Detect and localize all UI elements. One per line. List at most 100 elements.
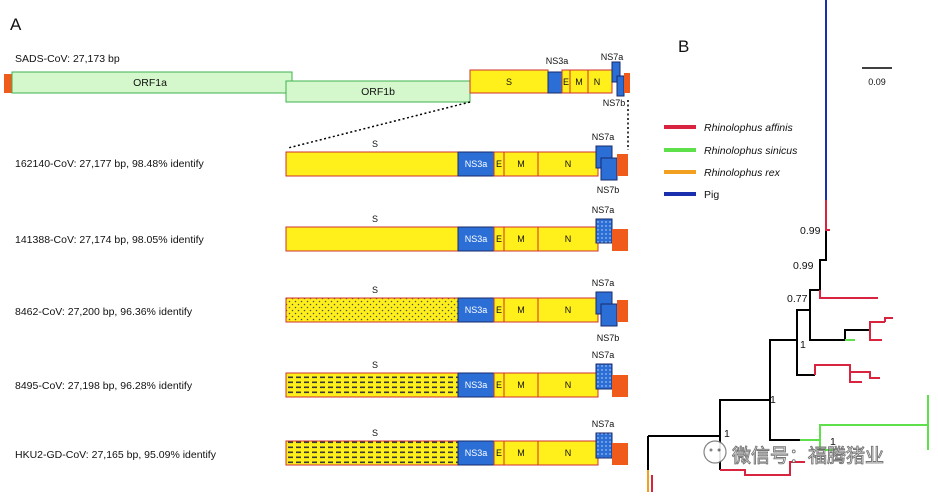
panel-b-label: B [678,37,689,56]
end-block [612,375,628,397]
sads-m-label: M [575,77,583,87]
s-label: S [372,214,378,224]
strain-141388: 141388-CoV: 27,174 bp, 98.05% identify S… [15,205,628,252]
tree-branch-affinis [825,200,830,231]
n-label: N [565,159,572,169]
e-label: E [496,380,502,390]
e-label: E [496,448,502,458]
panel-b: B 0.09 Rhinolophus affinis Rhinolophus s… [647,0,929,492]
support-value: 1 [724,428,730,440]
support-value: 0.99 [800,225,821,237]
strain-label: 8495-CoV: 27,198 bp, 96.28% identify [15,380,193,392]
sads-genome: SADS-CoV: 27,173 bp ORF1a ORF1b S NS3a E… [4,52,630,150]
ns3a-label: NS3a [465,380,488,390]
support-value: 0.77 [787,293,808,305]
m-label: M [517,380,525,390]
watermark: 微信号：福腾猪业 [703,440,884,467]
n-label: N [565,380,572,390]
ns3a-block [457,151,495,177]
s-label: S [372,428,378,438]
m-label: M [517,159,525,169]
ns7a-label: NS7a [592,132,615,142]
sads-5prime-end [4,74,12,93]
panel-a-label: A [10,15,22,34]
ns7a-label: NS7a [592,419,615,429]
ns7b-label: NS7b [597,185,620,195]
n-block [537,372,599,398]
strain-8462: 8462-CoV: 27,200 bp, 96.36% identify S N… [15,278,628,343]
sads-ns7a-label: NS7a [601,52,624,62]
wechat-icon-eye [709,448,713,452]
tree-branch-affinis [720,461,805,476]
ns7a-block [595,432,613,459]
strain-hku2-gd: HKU2-GD-CoV: 27,165 bp, 95.09% identify … [15,419,628,466]
tree-branch [796,340,815,376]
watermark-text: 微信号：福腾猪业 [732,445,884,467]
n-block [537,440,599,466]
s-block [285,372,459,398]
tree-branch [769,400,800,441]
end-block [612,443,628,465]
phylo-tree [647,0,929,492]
ns3a-block [457,297,495,323]
wechat-icon-eye [717,448,721,452]
ns3a-label: NS3a [465,448,488,458]
end-block [617,300,628,322]
tree-branch-affinis [819,290,878,299]
strain-label: 141388-CoV: 27,174 bp, 98.05% identify [15,234,204,246]
n-label: N [565,448,572,458]
legend-label-affinis: Rhinolophus affinis [704,122,793,134]
tree-clade-affinis [814,364,880,383]
e-label: E [496,305,502,315]
ns3a-block [457,226,495,252]
legend-label-sinicus: Rhinolophus sinicus [704,145,798,157]
m-block [503,440,539,466]
tree-clade-affinis [869,317,893,341]
tree-clade-sinicus [800,395,929,451]
ns3a-block [457,372,495,398]
e-label: E [496,159,502,169]
sads-title: SADS-CoV: 27,173 bp [15,53,120,65]
sads-ns7a-block [611,61,621,83]
sads-ns3a-block [547,71,563,94]
strain-162140: 162140-CoV: 27,177 bp, 98.48% identify S… [15,132,628,195]
ns3a-label: NS3a [465,305,488,315]
strain-label: 162140-CoV: 27,177 bp, 98.48% identify [15,158,204,170]
s-label: S [372,285,378,295]
strain-label: HKU2-GD-CoV: 27,165 bp, 95.09% identify [15,449,217,461]
n-label: N [565,305,572,315]
scale-bar-label: 0.09 [868,77,886,87]
support-value: 1 [770,394,776,406]
end-block [612,229,628,251]
s-block [285,226,459,252]
ns7a-label: NS7a [592,205,615,215]
e-label: E [496,234,502,244]
ns7a-block [595,218,613,244]
legend-label-pig: Pig [704,189,719,201]
sads-ns3a-label: NS3a [546,56,569,66]
zoom-line-left [287,101,471,149]
panel-a: A SADS-CoV: 27,173 bp ORF1a ORF1b S NS3a… [4,15,630,466]
sads-n-label: N [594,77,601,87]
legend-label-rex: Rhinolophus rex [704,167,781,179]
m-block [503,297,539,323]
orf1b-label: ORF1b [361,86,395,98]
s-block [285,151,459,177]
sads-ns7b-block [616,75,625,97]
ns7b-block [600,303,618,327]
ns7b-block [600,157,618,181]
m-block [503,372,539,398]
support-value: 1 [800,339,806,351]
s-label: S [372,139,378,149]
n-label: N [565,234,572,244]
orf1a-label: ORF1a [133,77,167,89]
s-block [285,297,459,323]
wechat-icon [703,440,727,464]
ns7a-label: NS7a [592,278,615,288]
support-value: 1 [830,436,836,448]
ns3a-label: NS3a [465,234,488,244]
sads-e-label: E [563,77,569,87]
ns3a-block [457,440,495,466]
ns7b-label: NS7b [597,333,620,343]
